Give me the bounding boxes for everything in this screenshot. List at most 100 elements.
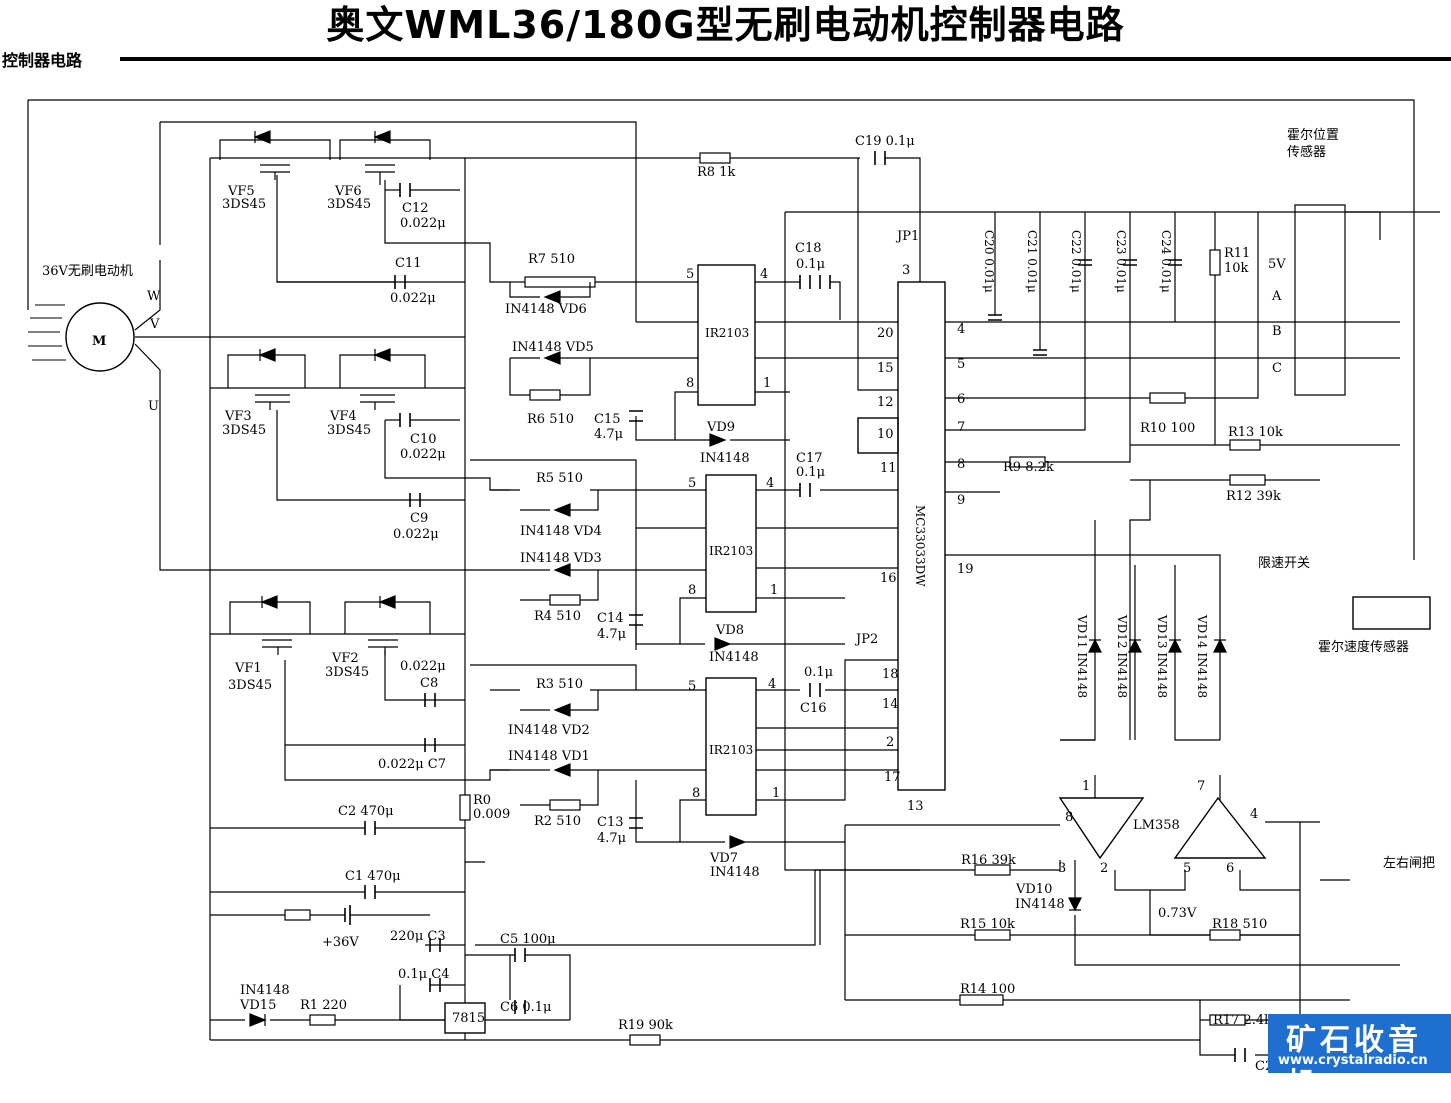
c13-label: C13 [597, 815, 624, 830]
vd5-label: IN4148 VD5 [512, 340, 594, 355]
d3-pin1: 1 [772, 786, 780, 801]
vd3-label: IN4148 VD3 [520, 551, 602, 566]
heading-rule [120, 57, 1451, 61]
ir2103-1-label: IR2103 [705, 326, 749, 340]
c17-label: C17 [796, 451, 823, 466]
regulator-label: 7815 [452, 1011, 485, 1026]
opamp-pin6: 6 [1226, 861, 1234, 876]
c6-label: C6 0.1μ [500, 1000, 551, 1015]
c17-value: 0.1μ [796, 465, 825, 480]
vd2-label: IN4148 VD2 [508, 723, 590, 738]
page-title: 奥文WML36/180G型无刷电动机控制器电路 [326, 3, 1125, 47]
c20-label: C20 0.01μ [982, 230, 996, 293]
ctl-pin4: 4 [957, 322, 965, 337]
r14-label: R14 100 [960, 982, 1015, 997]
d2-pin4: 4 [766, 476, 774, 491]
watermark-url: www.crystalradio.cn [1278, 1053, 1428, 1068]
vd14-label: VD14 IN4148 [1195, 614, 1209, 698]
c9-label: C9 [410, 511, 428, 526]
vd10-type: IN4148 [1015, 897, 1065, 912]
r3-label: R3 510 [536, 677, 583, 692]
controller-label: MC33033DW [913, 505, 927, 587]
r10-label: R10 100 [1140, 421, 1195, 436]
c22-label: C22 0.01μ [1069, 230, 1083, 293]
motor-symbol-label: M [92, 334, 106, 349]
vf4-label: VF4 [329, 409, 357, 424]
r9-label: R9 8.2k [1003, 460, 1054, 475]
v073-label: 0.73V [1158, 906, 1197, 921]
ctl-pin16: 16 [880, 571, 897, 586]
mosfets [219, 139, 431, 655]
c12-value: 0.022μ [400, 216, 446, 231]
r11-label: R11 [1224, 246, 1250, 261]
phase-v-label: V [149, 317, 160, 332]
c21-label: C21 0.01μ [1025, 230, 1039, 293]
ctl-pin18: 18 [882, 667, 899, 682]
c18-label: C18 [795, 241, 822, 256]
vd9-label: VD9 [706, 420, 735, 435]
c18-value: 0.1μ [796, 257, 825, 272]
hall-c-label: C [1272, 361, 1282, 376]
d3-pin4: 4 [768, 677, 776, 692]
r5-label: R5 510 [536, 471, 583, 486]
d3-pin8: 8 [692, 786, 700, 801]
c9-value: 0.022μ [393, 527, 439, 542]
r0-value: 0.009 [473, 807, 510, 822]
ctl-pin2: 2 [886, 735, 894, 750]
motor-symbol [28, 302, 135, 372]
c16-value: 0.1μ [804, 665, 833, 680]
opamp-pin3: 3 [1058, 861, 1066, 876]
ctl-pin9: 9 [957, 493, 965, 508]
limit-switch-label: 限速开关 [1258, 556, 1310, 571]
opamp-pin1: 1 [1082, 779, 1090, 794]
d2-pin1: 1 [770, 583, 778, 598]
c4-label: 0.1μ C4 [398, 967, 449, 982]
c3-label: 220μ C3 [390, 929, 446, 944]
ir2103-3-label: IR2103 [709, 743, 753, 757]
r0-label: R0 [473, 793, 491, 808]
c14-value: 4.7μ [597, 627, 626, 642]
vf5-type: 3DS45 [222, 197, 266, 212]
d2-pin5: 5 [688, 476, 696, 491]
schematic-diagram: 36V无刷电动机 M W V U VF5 3DS45 VF6 3DS45 VF3… [27, 99, 1440, 1073]
ctl-pin8: 8 [957, 457, 965, 472]
opamp-pin2: 2 [1100, 861, 1108, 876]
vd8-type: IN4148 [709, 650, 759, 665]
d1-pin8: 8 [686, 376, 694, 391]
watermark: 矿石收音机 www.crystalradio.cn [1268, 1014, 1451, 1102]
ir2103-2-label: IR2103 [709, 544, 753, 558]
c15-label: C15 [594, 412, 621, 427]
c11-value: 0.022μ [390, 291, 436, 306]
ctl-pin13: 13 [907, 799, 924, 814]
r6-label: R6 510 [527, 412, 574, 427]
vd4-label: IN4148 VD4 [520, 524, 602, 539]
r7-label: R7 510 [528, 252, 575, 267]
vf1-type: 3DS45 [228, 678, 272, 693]
r8-label: R8 1k [697, 165, 735, 180]
supply-label: +36V [322, 935, 359, 950]
ic-bodies [444, 264, 1431, 1034]
c11-label: C11 [395, 256, 422, 271]
vd8-label: VD8 [715, 623, 744, 638]
opamp-pin5: 5 [1183, 861, 1191, 876]
jp1-label: JP1 [895, 229, 919, 244]
d3-pin5: 5 [688, 679, 696, 694]
handle-label: 左右闸把 [1383, 856, 1435, 871]
hall-pos-line1: 霍尔位置 [1287, 128, 1339, 143]
vf3-type: 3DS45 [222, 423, 266, 438]
vf2-label: VF2 [331, 651, 359, 666]
vd7-label: VD7 [709, 851, 738, 866]
v5-label: 5V [1268, 257, 1286, 272]
vd7-type: IN4148 [710, 865, 760, 880]
r16-label: R16 39k [961, 853, 1016, 868]
c8-label: C8 [420, 676, 438, 691]
c23-label: C23 0.01μ [1114, 230, 1128, 293]
d1-pin1: 1 [763, 376, 771, 391]
vf3-label: VF3 [224, 409, 252, 424]
c24-label: C24 0.01μ [1159, 230, 1173, 293]
ctl-pin11: 11 [880, 461, 897, 476]
c2-label: C2 470μ [338, 804, 394, 819]
jp2-label: JP2 [854, 632, 878, 647]
r13-label: R13 10k [1228, 425, 1283, 440]
phase-w-label: W [147, 289, 161, 304]
